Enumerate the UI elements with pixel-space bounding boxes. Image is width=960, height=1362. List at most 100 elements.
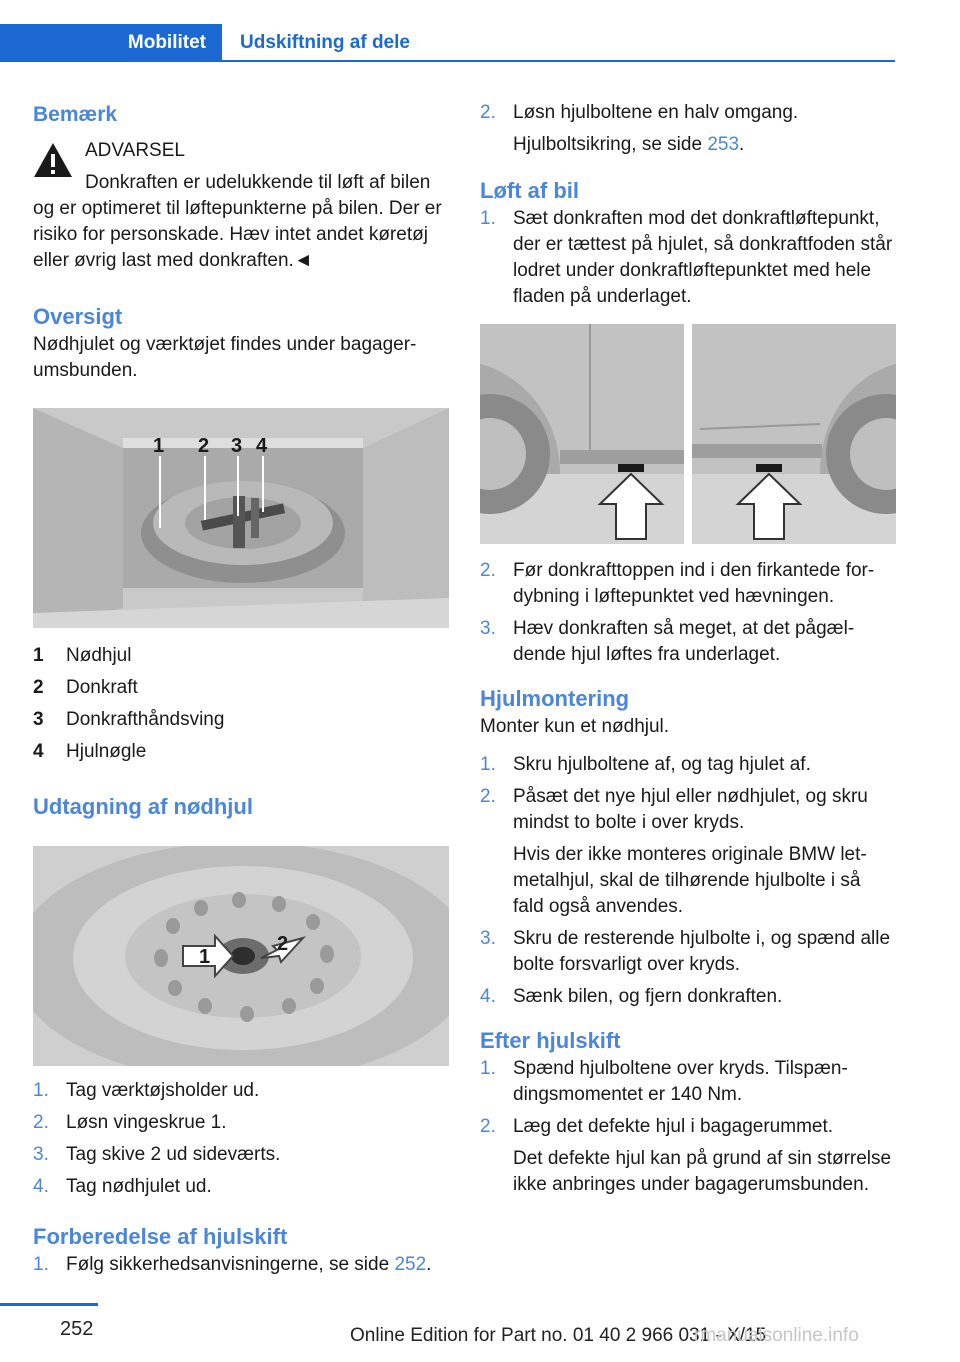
removal-heading: Udtagning af nødhjul <box>33 794 253 819</box>
step-text: Læg det defekte hjul i bagagerummet. <box>513 1116 834 1137</box>
figure1-legend: 1 Nødhjul 2 Donkraft 3 Donkrafthåndsving… <box>33 640 449 768</box>
footer-rule <box>0 1303 98 1306</box>
prep-steps: 1.Følg sikkerhedsanvisningerne, se side … <box>33 1252 449 1278</box>
step-number: 3. <box>480 618 496 639</box>
step-number: 4. <box>480 986 496 1007</box>
step-text: Tag værktøjsholder ud. <box>66 1080 260 1101</box>
list-item: 1.Sæt donkraften mod det donkraftløfte­p… <box>480 206 896 310</box>
legend-number: 2 <box>33 677 44 698</box>
legend-text: Hjulnøgle <box>66 741 147 762</box>
overview-heading: Oversigt <box>33 304 123 329</box>
step-text: Før donkrafttoppen ind i den firkantede … <box>513 560 875 607</box>
warning-text-first: Donkraften er udelukkende til løft af bi… <box>85 172 431 193</box>
trunk-spare-wheel-figure: 1 2 3 4 <box>33 408 449 628</box>
warning-icon <box>34 143 72 177</box>
warning-block: ADVARSEL Donkraften er udelukkende til l… <box>33 138 449 274</box>
watermark: rmanualsonline.info <box>694 1325 859 1346</box>
after-heading: Efter hjulskift <box>480 1028 621 1053</box>
step-number: 2. <box>480 1116 496 1137</box>
header-rule <box>0 60 895 62</box>
step-number: 1. <box>33 1080 49 1101</box>
removal-steps: 1. Tag værktøjsholder ud. 2. Løsn vingeskr… <box>33 1078 449 1200</box>
list-item: 1. Tag værktøjsholder ud. <box>33 1078 449 1104</box>
legend-row: 1 Nødhjul <box>33 640 449 672</box>
left-column: Bemærk ADVARSEL Donkraften er udelukkend… <box>33 100 449 1284</box>
step-text: Påsæt det nye hjul eller nødhjulet, og s… <box>513 786 868 833</box>
legend-text: Donkrafthåndsving <box>66 709 225 730</box>
figure1-label-2: 2 <box>198 435 209 457</box>
list-item: 1. Spænd hjulboltene over kryds. Tilspæn­… <box>480 1056 896 1108</box>
page-number: 252 <box>60 1318 94 1340</box>
list-item: 2. Læg det defekte hjul i bagagerummet. … <box>480 1114 896 1198</box>
step-number: 2. <box>480 786 496 807</box>
page-link[interactable]: 253 <box>707 134 740 155</box>
note-heading: Bemærk <box>33 103 118 126</box>
prep-steps-continued: 2. Løsn hjulboltene en halv omgang. Hjul… <box>480 100 896 158</box>
step-number: 3. <box>480 928 496 949</box>
legend-text: Nødhjul <box>66 645 132 666</box>
step-text: Sænk bilen, og fjern donkraften. <box>513 986 783 1007</box>
step-subtext: Hvis der ikke monteres originale BMW let… <box>513 844 867 917</box>
step-text: Skru de resterende hjulbolte i, og spænd… <box>513 928 891 975</box>
tab-mobilitet[interactable]: Mobilitet <box>0 24 222 61</box>
lift-steps: 1.Sæt donkraften mod det donkraftløfte­p… <box>480 206 896 310</box>
step-number: 1. <box>480 754 496 775</box>
list-item: 3. Hæv donkraften så meget, at det pågæl­… <box>480 616 896 668</box>
legend-row: 3 Donkrafthåndsving <box>33 704 449 736</box>
step-text: Hæv donkraften så meget, at det pågæl­de… <box>513 618 855 665</box>
list-item: 3. Skru de resterende hjulbolte i, og spæ… <box>480 926 896 978</box>
figure1-label-4: 4 <box>256 435 268 457</box>
list-item: 2. Løsn hjulboltene en halv omgang. Hjul… <box>480 100 896 158</box>
after-steps: 1. Spænd hjulboltene over kryds. Tilspæn­… <box>480 1056 896 1198</box>
figure2-label-1: 1 <box>199 946 210 968</box>
breadcrumb[interactable]: Udskiftning af dele <box>240 32 410 53</box>
step-text-tail: . <box>426 1254 432 1275</box>
legend-number: 4 <box>33 741 44 762</box>
step-number: 2. <box>480 102 496 123</box>
subtext-tail: . <box>739 134 745 155</box>
mount-intro: Monter kun et nødhjul. <box>480 716 670 737</box>
step-number: 3. <box>33 1144 49 1165</box>
list-item: 1.Følg sikkerhedsanvisningerne, se side … <box>33 1252 449 1278</box>
step-text: Løsn hjulboltene en halv omgang. <box>513 102 799 123</box>
list-item: 2. Før donkrafttoppen ind i den firkanted… <box>480 558 896 610</box>
right-column: 2. Løsn hjulboltene en halv omgang. Hjul… <box>480 100 896 1204</box>
legend-row: 4 Hjulnøgle <box>33 736 449 768</box>
figure2-label-2: 2 <box>277 933 288 955</box>
list-item: 4. Sænk bilen, og fjern donkraften. <box>480 984 896 1010</box>
spare-wheel-screw-figure: 1 2 <box>33 846 449 1066</box>
list-item: 2. Påsæt det nye hjul eller nødhjulet, o… <box>480 784 896 920</box>
jacking-points-figure <box>480 324 896 544</box>
list-item: 1. Skru hjulboltene af, og tag hjulet af. <box>480 752 896 778</box>
step-number: 4. <box>33 1176 49 1197</box>
step-text: Følg sikkerhedsanvisningerne, se side <box>66 1254 395 1275</box>
step-text: Tag nødhjulet ud. <box>66 1176 212 1197</box>
legend-number: 1 <box>33 645 44 666</box>
warning-title: ADVARSEL <box>85 140 185 161</box>
step-text: Løsn vingeskrue 1. <box>66 1112 227 1133</box>
step-number: 2. <box>33 1112 49 1133</box>
step-subtext: Det defekte hjul kan på grund af sin stø… <box>513 1148 892 1195</box>
legend-text: Donkraft <box>66 677 138 698</box>
list-item: 4. Tag nødhjulet ud. <box>33 1174 449 1200</box>
mount-heading: Hjulmontering <box>480 686 630 711</box>
prep-heading: Forberedelse af hjulskift <box>33 1224 288 1249</box>
step-text: Spænd hjulboltene over kryds. Tilspæn­di… <box>513 1058 848 1105</box>
edition-text: Online Edition for Part no. 01 40 2 966 … <box>350 1325 767 1346</box>
subtext: Hjulboltsikring, se side <box>513 134 708 155</box>
list-item: 2. Løsn vingeskrue 1. <box>33 1110 449 1136</box>
step-subtext: Hjulboltsikring, se side 253. <box>513 132 896 158</box>
step-number: 1. <box>480 1058 496 1079</box>
step-text: Tag skive 2 ud sideværts. <box>66 1144 281 1165</box>
mount-steps: 1. Skru hjulboltene af, og tag hjulet af.… <box>480 752 896 1010</box>
warning-text-rest: og er optimeret til løftepunkterne på bi… <box>33 198 442 271</box>
step-number: 2. <box>480 560 496 581</box>
step-number: 1. <box>33 1254 49 1275</box>
step-text: Skru hjulboltene af, og tag hjulet af. <box>513 754 811 775</box>
step-text: Sæt donkraften mod det donkraftløfte­pun… <box>513 208 893 307</box>
lift-steps-continued: 2. Før donkrafttoppen ind i den firkanted… <box>480 558 896 668</box>
legend-number: 3 <box>33 709 44 730</box>
list-item: 3. Tag skive 2 ud sideværts. <box>33 1142 449 1168</box>
page-link[interactable]: 252 <box>394 1254 427 1275</box>
overview-text: Nødhjulet og værktøjet findes under baga… <box>33 334 417 381</box>
